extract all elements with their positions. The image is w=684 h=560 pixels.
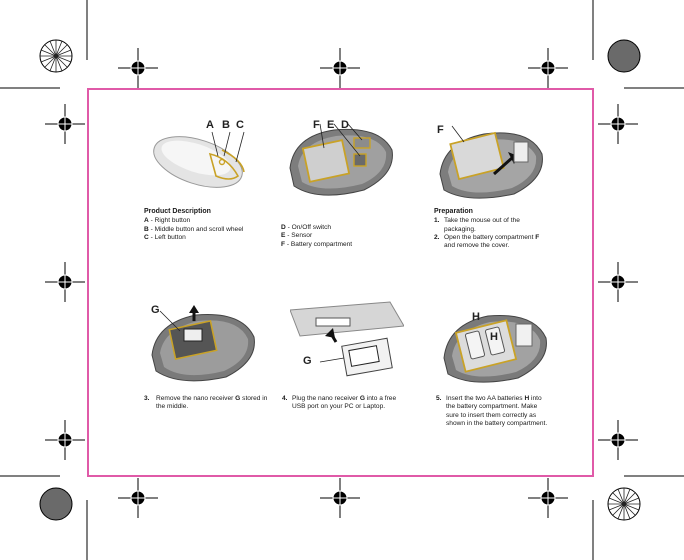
feature-item-d: D - On/Off switch bbox=[281, 224, 332, 231]
features-block: D - On/Off switch E - Sensor F - Battery… bbox=[281, 224, 401, 249]
mouse-bottom-illustration bbox=[284, 110, 398, 202]
preparation-heading: Preparation bbox=[434, 208, 473, 215]
callout-f: F bbox=[313, 119, 320, 131]
open-compartment-illustration bbox=[434, 112, 548, 204]
callout-d: D bbox=[341, 119, 349, 131]
callout-g-usb: G bbox=[303, 355, 312, 367]
trim-frame bbox=[87, 88, 594, 477]
callout-h-2: H bbox=[490, 331, 498, 343]
feature-item-e: E - Sensor bbox=[281, 232, 313, 240]
callout-h-1: H bbox=[472, 311, 480, 323]
preparation-step-1: 1. Take the mouse out of the packaging. bbox=[434, 217, 520, 233]
product-description-block: Product Description A - Right button B -… bbox=[144, 208, 272, 242]
callout-f-prep: F bbox=[437, 124, 444, 136]
preparation-step-2: 2. Open the battery compartment F and re… bbox=[434, 233, 540, 250]
callout-e: E bbox=[327, 119, 335, 131]
callout-g-stored: G bbox=[151, 304, 160, 316]
feature-item-f: F - Battery compartment bbox=[281, 240, 353, 248]
description-item-a: A - Right button bbox=[144, 217, 191, 225]
preparation-block: Preparation 1. Take the mouse out of the… bbox=[434, 208, 552, 250]
description-item-c: C - Left button bbox=[144, 233, 186, 241]
step-5: 5. Insert the two AA batteries H into th… bbox=[436, 395, 548, 427]
step-3: 3. Remove the nano receiver G stored in … bbox=[144, 395, 268, 411]
product-description-heading: Product Description bbox=[144, 208, 211, 215]
receiver-stored-illustration bbox=[146, 295, 260, 387]
callout-c: C bbox=[236, 119, 244, 131]
callout-b: B bbox=[222, 119, 230, 131]
mouse-top-illustration bbox=[146, 110, 260, 202]
batteries-illustration bbox=[438, 296, 552, 388]
step-4: 4. Plug the nano receiver G into a free … bbox=[282, 395, 397, 411]
callout-a: A bbox=[206, 119, 214, 131]
description-item-b: B - Middle button and scroll wheel bbox=[144, 225, 244, 233]
step-5-block: 5. Insert the two AA batteries H into th… bbox=[436, 395, 550, 428]
step-3-block: 3. Remove the nano receiver G stored in … bbox=[144, 395, 270, 412]
usb-plug-illustration bbox=[290, 296, 404, 388]
step-4-block: 4. Plug the nano receiver G into a free … bbox=[282, 395, 402, 412]
